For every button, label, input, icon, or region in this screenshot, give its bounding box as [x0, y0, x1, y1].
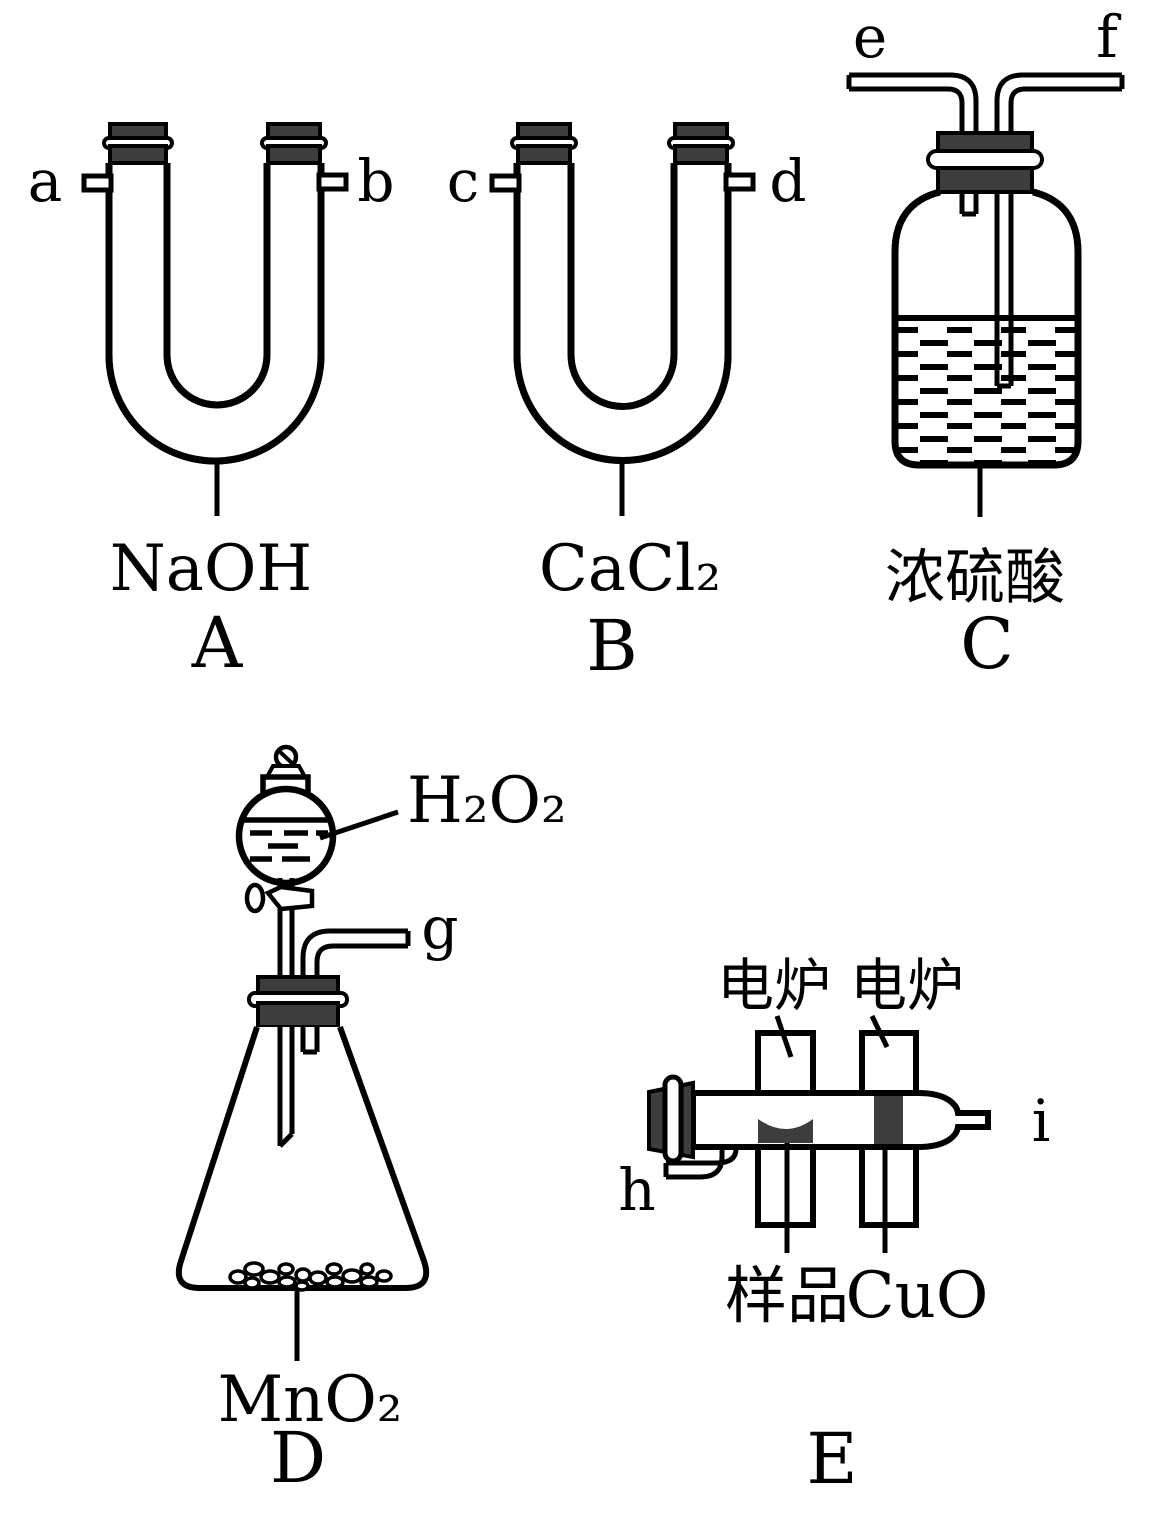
port-f-label: f: [1096, 3, 1121, 71]
furnace-1-label: 电炉: [717, 953, 831, 1019]
port-b-label: b: [357, 147, 394, 215]
funnel-stopcock: [264, 884, 315, 912]
sample-label: 样品: [725, 1259, 849, 1332]
port-g-label: g: [421, 894, 458, 962]
reagent-label-mno2: MnO₂: [218, 1363, 403, 1437]
leader-h2o2: [319, 809, 399, 841]
sample-boat: [758, 1119, 813, 1143]
port-e-label: e: [853, 3, 887, 71]
apparatus-letter-a: A: [191, 602, 244, 684]
u-tube-b-left-stopper: [510, 122, 578, 165]
port-c-nub: [489, 173, 522, 193]
cuo-label: CuO: [846, 1259, 989, 1333]
mno2-granules: [228, 1261, 393, 1292]
u-tube-b-outline: [513, 163, 732, 464]
port-h-label: h: [618, 1156, 655, 1224]
apparatus-letter-e: E: [806, 1418, 857, 1500]
g-tube-stub: [300, 1027, 320, 1055]
port-i-label: i: [1032, 1087, 1051, 1155]
u-tube-a-right-stopper: [260, 122, 328, 165]
funnel-bulb: [235, 785, 337, 887]
cuo-band: [874, 1096, 903, 1144]
port-a-label: a: [28, 147, 63, 215]
port-d-label: d: [769, 147, 806, 215]
stopcock-handle: [244, 882, 266, 914]
port-a-nub: [81, 173, 114, 193]
bottle-stopper: [926, 131, 1044, 194]
funnel-stem-tip: [277, 1027, 295, 1148]
dip-tube: [994, 192, 1014, 389]
port-b-nub: [316, 172, 349, 192]
combustion-tube: [690, 1090, 991, 1150]
stopper-ring: [662, 1074, 684, 1164]
leader-furnace-2: [869, 1014, 890, 1049]
u-tube-a: a b NaOH A: [28, 122, 395, 684]
conical-flask: [175, 1025, 430, 1291]
funnel-liquid-label: H₂O₂: [407, 764, 567, 838]
u-tube-b: c d CaCl₂ B: [447, 122, 807, 687]
port-d-nub: [723, 172, 756, 192]
combustion-assembly-e: 电炉 电炉 h i 样品 CuO E: [618, 953, 1050, 1500]
furnace-2-label: 电炉: [850, 953, 964, 1019]
funnel-liquid: [242, 817, 330, 862]
port-c-label: c: [447, 147, 479, 215]
gas-generator-d: H₂O₂ g MnO₂ D: [175, 744, 567, 1499]
electric-furnace-2-upper: [859, 1030, 919, 1096]
u-tube-a-outline: [105, 163, 325, 465]
u-tube-a-left-stopper: [102, 122, 174, 165]
inlet-tube-e: [846, 72, 979, 217]
apparatus-letter-c: C: [960, 603, 1014, 685]
u-tube-b-right-stopper: [667, 122, 735, 165]
leader-furnace-1: [774, 1015, 794, 1058]
bottle-liquid: [895, 315, 1078, 465]
apparatus-letter-b: B: [586, 605, 637, 687]
gas-washing-bottle: e f 浓硫酸 C: [846, 3, 1125, 685]
flask-stopper: [247, 975, 349, 1029]
outlet-tube-f: [994, 72, 1125, 389]
apparatus-letter-d: D: [270, 1417, 326, 1499]
electric-furnace-2-lower: [859, 1144, 919, 1228]
outlet-tube-g: [300, 928, 411, 978]
separating-funnel: [235, 744, 337, 978]
reagent-label-cacl2: CaCl₂: [539, 532, 721, 606]
reagent-label-h2so4: 浓硫酸: [885, 543, 1065, 613]
inlet-tube-h: [663, 1147, 739, 1180]
knob-slash: [276, 748, 296, 767]
funnel-stem-lower: [277, 909, 295, 978]
reagent-label-naoh: NaOH: [110, 532, 312, 606]
